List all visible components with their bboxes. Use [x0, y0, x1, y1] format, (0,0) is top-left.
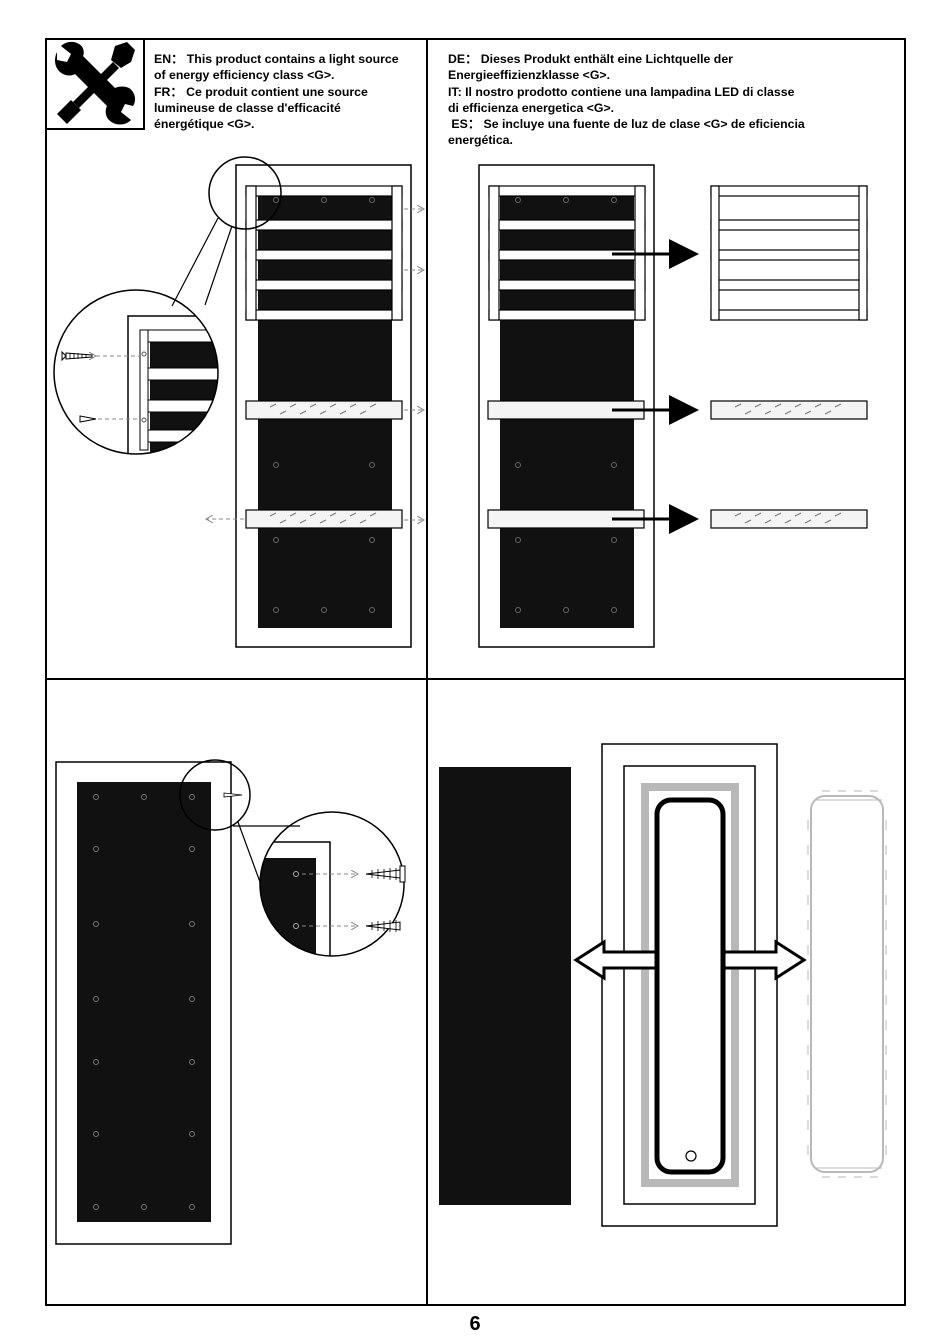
screw-icon — [79, 415, 97, 423]
panel-divider-vertical — [426, 38, 428, 1306]
led-strip-removed — [810, 795, 884, 1173]
zoom-indicator — [208, 156, 282, 230]
led-frame — [654, 797, 726, 1175]
notice-line: IT: Il nostro prodotto contiene una lamp… — [448, 84, 795, 99]
notice-line: of energy efficiency class <G>. — [154, 68, 335, 83]
panel-divider-horizontal — [45, 678, 906, 680]
notice-line: énergétique <G>. — [154, 117, 255, 132]
hook-bar — [245, 400, 403, 529]
wrench-screwdriver-icon — [55, 41, 136, 125]
screw-icon — [365, 920, 401, 932]
notice-line: DE： Dieses Produkt enthält eine Lichtque… — [448, 52, 733, 66]
notice-line: di efficienza energetica <G>. — [448, 100, 615, 115]
panel-separate-parts — [478, 164, 868, 648]
notice-line: energética. — [448, 133, 513, 148]
screw-icon — [365, 865, 406, 883]
double-arrow-icon — [573, 939, 807, 981]
zoom-detail — [127, 315, 218, 454]
towel-rack — [245, 185, 403, 321]
energy-notice-en-fr: EN： This product contains a light source… — [154, 51, 424, 132]
page-frame — [45, 38, 906, 1306]
panel-remove-shelf — [53, 156, 424, 648]
notice-line: FR： Ce produit contient une source — [154, 84, 368, 99]
notice-line: Energieeffizienzklasse <G>. — [448, 68, 610, 83]
notice-line: ES： Se incluye una fuente de luz de clas… — [448, 117, 805, 132]
mirror-outline — [235, 164, 412, 648]
panel-remove-screws — [55, 759, 406, 1245]
page-number: 6 — [469, 1313, 481, 1335]
towel-rack-removed — [710, 185, 868, 321]
notice-line: lumineuse de classe d'efficacité — [154, 100, 341, 115]
screw-icon — [61, 350, 93, 362]
arrow-right-icon — [612, 239, 699, 534]
tools-box — [45, 38, 145, 130]
mirror-frame — [601, 743, 778, 1227]
energy-notice-de-it-es: DE： Dieses Produkt enthält eine Lichtque… — [448, 51, 848, 149]
hook-bar-removed — [710, 509, 868, 529]
panel-led-strip — [439, 743, 887, 1227]
mirror-panel — [77, 782, 211, 1222]
notice-line: EN： This product contains a light source — [154, 52, 399, 66]
led-strip — [641, 783, 739, 1187]
mirror-panel-removed — [439, 767, 571, 1205]
hook-bar-removed — [710, 400, 868, 420]
